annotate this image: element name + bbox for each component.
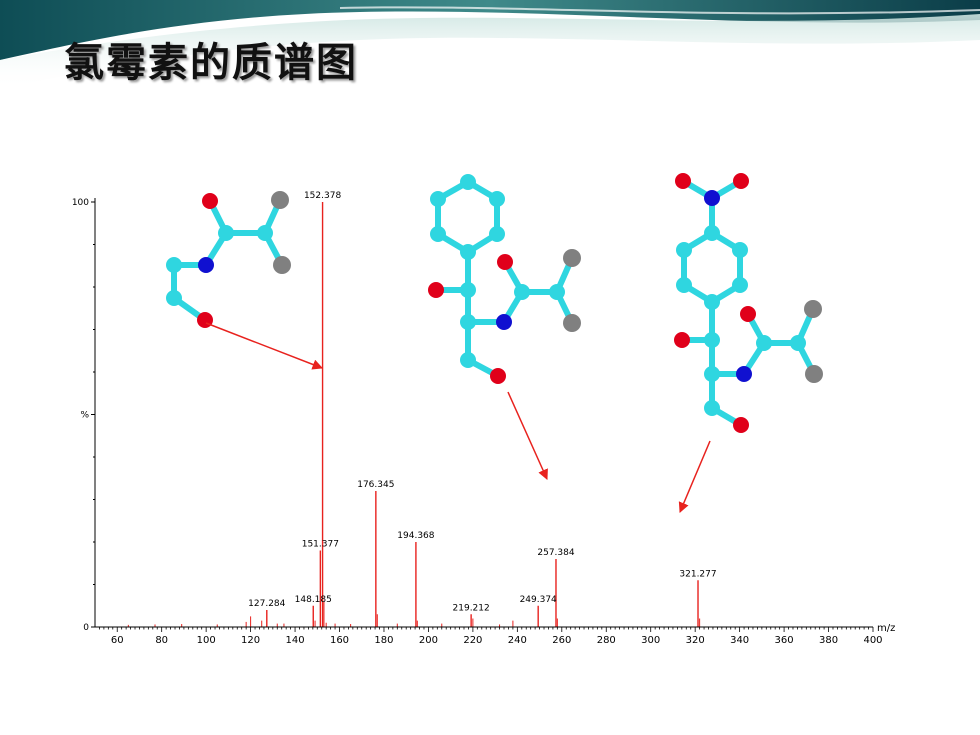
y-tick-label: 100: [72, 198, 89, 208]
peak-label: 176.345: [357, 480, 394, 490]
x-axis-label: m/z: [877, 623, 895, 634]
y-tick-label: 0: [83, 623, 89, 633]
x-tick-label: 320: [686, 635, 705, 646]
arrow-to-peak-257: [507, 391, 548, 480]
x-tick-label: 340: [730, 635, 749, 646]
x-tick-label: 220: [463, 635, 482, 646]
peak-label: 194.368: [397, 531, 434, 541]
slide-title: 氯霉素的质谱图: [64, 39, 358, 86]
header-banner: [0, 0, 980, 90]
x-tick-label: 80: [155, 635, 168, 646]
x-tick-label: 160: [330, 635, 349, 646]
x-tick-label: 240: [508, 635, 527, 646]
fragment-structure-nitrophenyl: [674, 173, 823, 433]
x-tick-label: 180: [374, 635, 393, 646]
peak-label: 249.374: [520, 595, 557, 605]
x-tick-label: 300: [641, 635, 660, 646]
peak-label: 151.377: [302, 540, 339, 550]
x-tick-label: 260: [552, 635, 571, 646]
x-tick-label: 140: [286, 635, 305, 646]
peak-label: 219.212: [453, 603, 490, 613]
fragment-structure-small: [166, 191, 291, 328]
x-tick-label: 400: [863, 635, 882, 646]
x-tick-label: 360: [775, 635, 794, 646]
peak-label: 152.378: [304, 191, 341, 201]
arrow-to-peak-321: [678, 440, 711, 513]
peaks-layer: [127, 202, 701, 627]
x-tick-label: 100: [197, 635, 216, 646]
arrow-to-peak-152: [205, 322, 323, 370]
peak-label: 321.277: [679, 569, 716, 579]
x-tick-label: 380: [819, 635, 838, 646]
peak-label: 257.384: [537, 548, 574, 558]
peak-label: 127.284: [248, 599, 285, 609]
x-tick-label: 60: [111, 635, 124, 646]
peak-labels-layer: 127.284 148.185 151.377 152.378 176.345 194.3…: [248, 191, 716, 613]
peak-label: 148.185: [295, 595, 332, 605]
fragment-structure-phenyl: [428, 174, 581, 384]
x-tick-label: 200: [419, 635, 438, 646]
axes-layer: 0% 100 60 80 100 120 140 160 180 200 220 240 260 280 3…: [72, 198, 895, 646]
x-tick-label: 120: [241, 635, 260, 646]
y-tick-label: %: [80, 411, 89, 421]
x-tick-label: 280: [597, 635, 616, 646]
